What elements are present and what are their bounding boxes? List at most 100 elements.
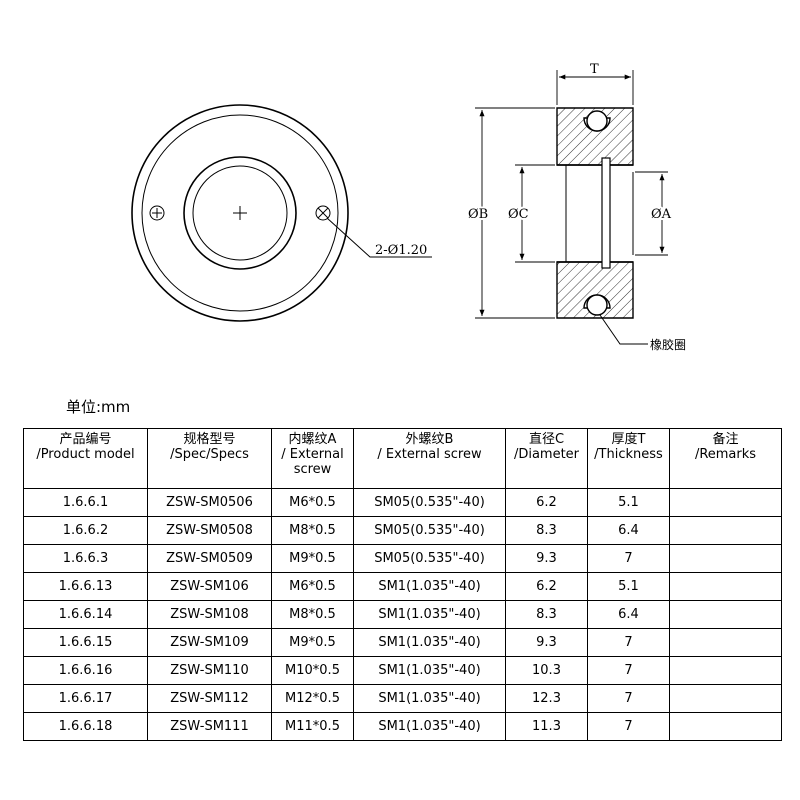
header-line: /Spec/Specs: [170, 447, 249, 462]
remarks-cell: [669, 516, 782, 545]
diameter-cell: 9.3: [505, 628, 588, 657]
product-model-cell: 1.6.6.18: [23, 712, 148, 741]
spec-cell: ZSW-SM112: [147, 684, 272, 713]
external-thread-cell: SM1(1.035"-40): [353, 712, 506, 741]
thickness-cell: 5.1: [587, 572, 670, 601]
diameter-cell: 8.3: [505, 600, 588, 629]
diameter-cell: 10.3: [505, 656, 588, 685]
header-line: /Diameter: [513, 447, 580, 462]
remarks-cell: [669, 488, 782, 517]
diameter-cell: 12.3: [505, 684, 588, 713]
dimension-T: [556, 70, 634, 105]
dim-T-label: T: [590, 62, 599, 77]
header-line: 规格型号: [183, 432, 236, 447]
spec-cell: ZSW-SM0506: [147, 488, 272, 517]
internal-thread-cell: M6*0.5: [271, 572, 354, 601]
screw-hole-left: [149, 205, 165, 221]
thickness-cell: 7: [587, 684, 670, 713]
product-model-cell: 1.6.6.17: [23, 684, 148, 713]
remarks-cell: [669, 572, 782, 601]
diameter-cell: 9.3: [505, 544, 588, 573]
dim-B-label: ØB: [468, 207, 488, 222]
spec-cell: ZSW-SM0508: [147, 516, 272, 545]
thickness-cell: 7: [587, 712, 670, 741]
header-spec: 规格型号/Spec/Specs: [147, 428, 272, 489]
external-thread-cell: SM1(1.035"-40): [353, 656, 506, 685]
external-thread-cell: SM1(1.035"-40): [353, 628, 506, 657]
dim-C-label: ØC: [508, 207, 529, 222]
external-thread-cell: SM05(0.535"-40): [353, 516, 506, 545]
thread-relief-groove: [601, 157, 611, 269]
header-thickness-t: 厚度T/Thickness: [587, 428, 670, 489]
spec-cell: ZSW-SM110: [147, 656, 272, 685]
header-line: 厚度T: [611, 432, 646, 447]
dimension-C: [515, 164, 555, 263]
header-line: / External screw: [377, 447, 482, 462]
external-thread-cell: SM1(1.035"-40): [353, 684, 506, 713]
product-model-cell: 1.6.6.15: [23, 628, 148, 657]
rubber-ring-label: 橡胶圈: [650, 337, 686, 352]
diameter-cell: 6.2: [505, 572, 588, 601]
spec-cell: ZSW-SM108: [147, 600, 272, 629]
remarks-cell: [669, 656, 782, 685]
thickness-cell: 7: [587, 656, 670, 685]
dim-A-label: ØA: [651, 207, 672, 222]
internal-thread-cell: M9*0.5: [271, 628, 354, 657]
remarks-cell: [669, 712, 782, 741]
thickness-cell: 6.4: [587, 516, 670, 545]
remarks-cell: [669, 600, 782, 629]
spec-cell: ZSW-SM106: [147, 572, 272, 601]
diameter-cell: 8.3: [505, 516, 588, 545]
front-view: [131, 104, 432, 322]
header-remarks: 备注/Remarks: [669, 428, 782, 489]
diameter-cell: 6.2: [505, 488, 588, 517]
dimension-B: [475, 107, 555, 319]
product-model-cell: 1.6.6.1: [23, 488, 148, 517]
header-external-thread-b: 外螺纹B/ External screw: [353, 428, 506, 489]
thickness-cell: 6.4: [587, 600, 670, 629]
product-model-cell: 1.6.6.14: [23, 600, 148, 629]
outer-rim: [131, 104, 349, 322]
header-product-model: 产品编号/Product model: [23, 428, 148, 489]
o-ring-bottom: [586, 294, 608, 316]
spec-cell: ZSW-SM109: [147, 628, 272, 657]
product-model-cell: 1.6.6.3: [23, 544, 148, 573]
hole-note-leader: [326, 217, 432, 258]
header-line: screw: [293, 462, 332, 477]
header-line: / External: [281, 447, 344, 462]
header-line: 产品编号: [59, 432, 112, 447]
internal-thread-cell: M10*0.5: [271, 656, 354, 685]
section-view: [556, 107, 634, 319]
product-model-cell: 1.6.6.16: [23, 656, 148, 685]
diameter-cell: 11.3: [505, 712, 588, 741]
spec-cell: ZSW-SM111: [147, 712, 272, 741]
hole-note: 2-Ø1.20: [375, 243, 427, 258]
header-line: 备注: [712, 432, 739, 447]
header-line: 外螺纹B: [405, 432, 454, 447]
remarks-cell: [669, 544, 782, 573]
bore-outer-edge: [183, 156, 297, 270]
header-line: /Product model: [36, 447, 135, 462]
header-line: /Thickness: [594, 447, 663, 462]
remarks-cell: [669, 628, 782, 657]
header-line: /Remarks: [694, 447, 757, 462]
screw-hole-right: [315, 205, 331, 221]
header-diameter-c: 直径C/Diameter: [505, 428, 588, 489]
outer-rim-inner-edge: [141, 114, 339, 312]
external-thread-cell: SM05(0.535"-40): [353, 488, 506, 517]
o-ring-top: [586, 110, 608, 132]
bore-inner-edge: [192, 165, 288, 261]
internal-thread-cell: M6*0.5: [271, 488, 354, 517]
rubber-ring-leader: [599, 314, 648, 345]
internal-thread-cell: M8*0.5: [271, 516, 354, 545]
